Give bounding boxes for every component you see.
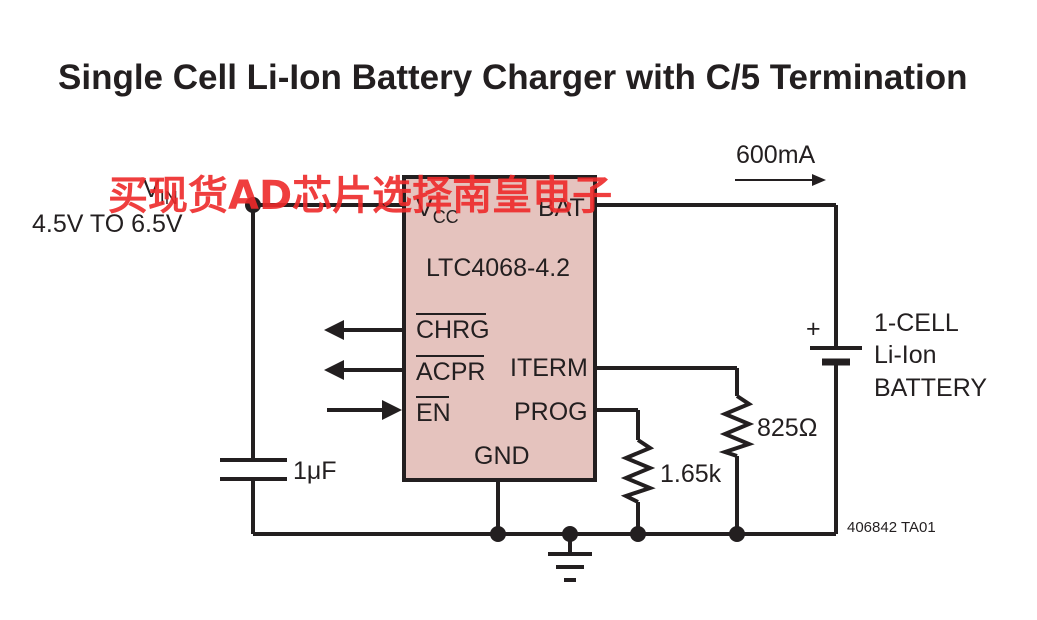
acpr-output-arrow (324, 360, 404, 380)
capacitor-label: 1μF (293, 457, 337, 485)
battery-label-line1: 1-CELL (874, 309, 959, 337)
resistor-iterm-label: 825Ω (757, 414, 817, 442)
battery-label-line2: Li-Ion (874, 341, 937, 369)
diagram-title: Single Cell Li-Ion Battery Charger with … (58, 58, 967, 97)
current-arrow (735, 174, 826, 186)
ground-symbol (548, 552, 592, 582)
en-input-arrow (327, 400, 402, 420)
resistor-iterm-symbol (718, 394, 755, 458)
ic-body (402, 175, 597, 482)
chrg-output-arrow (324, 320, 404, 340)
pin-bat: BAT (538, 194, 585, 222)
wires (251, 203, 838, 552)
pin-chrg: CHRG (416, 316, 490, 344)
vin-range-label: 4.5V TO 6.5V (32, 210, 183, 238)
watermark-text: 买现货AD芯片选择南皇电子 (108, 173, 612, 219)
junction-dot-vin (245, 197, 261, 213)
vin-label: VIN (143, 175, 178, 208)
junction-dot-ground (562, 526, 578, 542)
pin-en: EN (416, 399, 451, 427)
ic-part-number: LTC4068-4.2 (426, 254, 570, 282)
battery-plus-label: + (806, 315, 821, 343)
pin-gnd: GND (474, 442, 530, 470)
pin-vcc: VCC (416, 194, 459, 227)
pin-prog: PROG (514, 398, 588, 426)
junction-dot-gnd (490, 526, 506, 542)
pin-acpr: ACPR (416, 358, 485, 386)
battery-label-line3: BATTERY (874, 374, 987, 402)
pin-iterm: ITERM (510, 354, 588, 382)
resistor-prog-symbol (620, 438, 656, 504)
battery-symbol (810, 346, 862, 366)
capacitor-symbol (220, 458, 287, 481)
figure-id: 406842 TA01 (847, 519, 936, 536)
current-label: 600mA (736, 141, 816, 169)
junction-dot-iterm (729, 526, 745, 542)
junction-dot-prog (630, 526, 646, 542)
resistor-prog-label: 1.65k (660, 460, 722, 488)
